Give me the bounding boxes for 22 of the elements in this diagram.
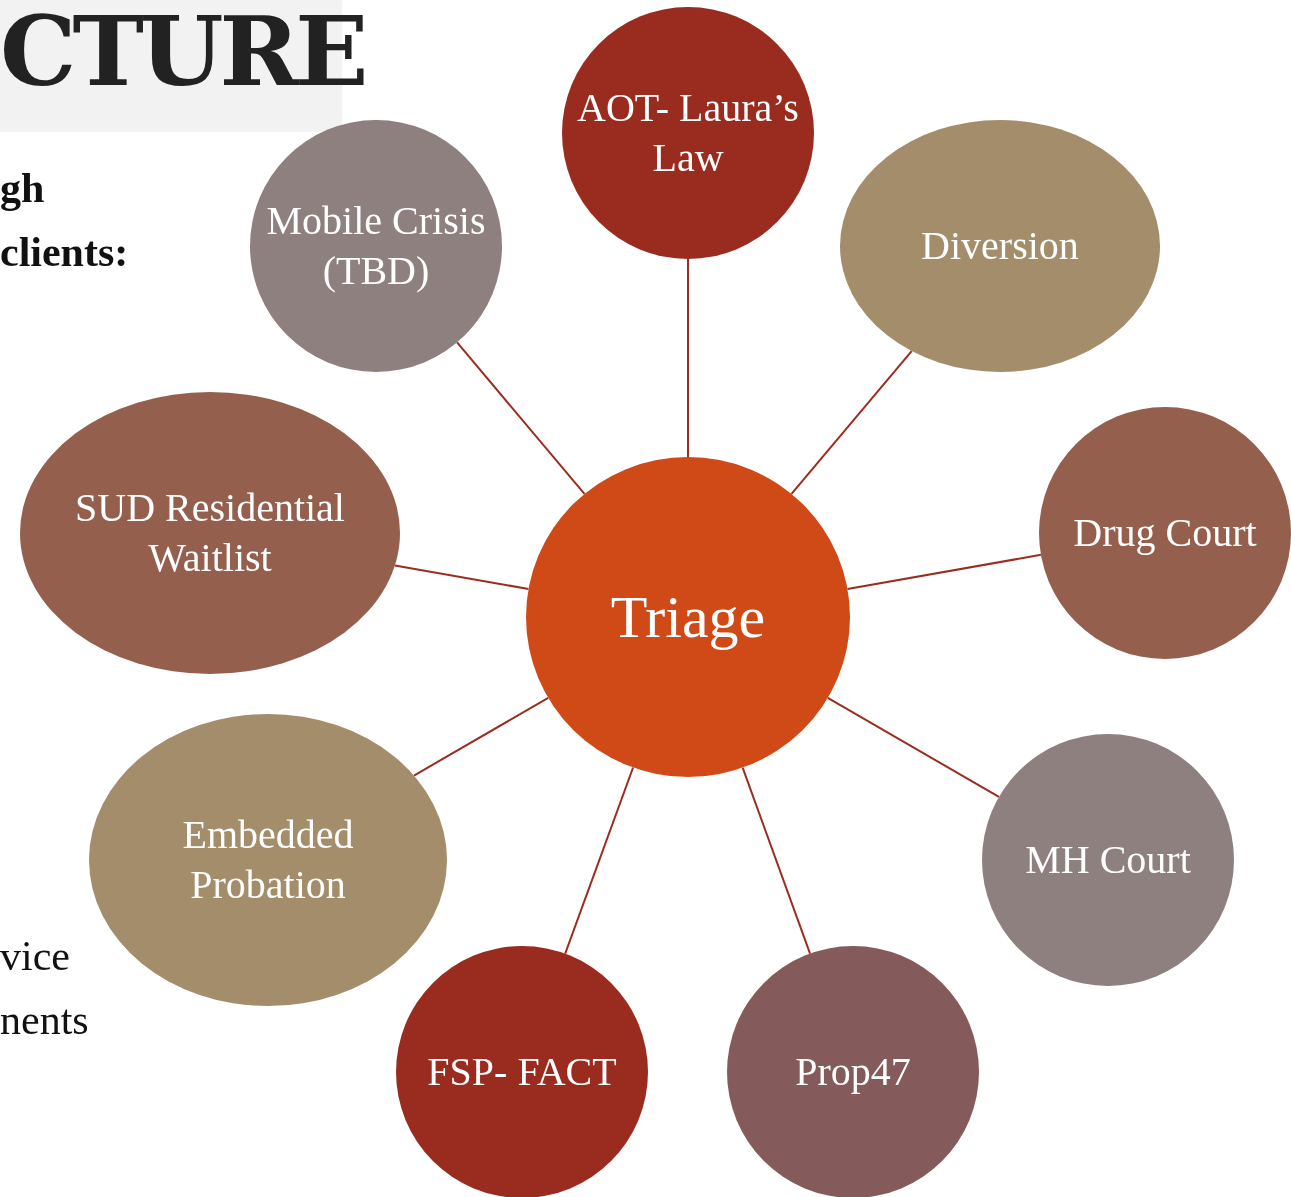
slide-text: gh clients:	[0, 164, 130, 277]
slide-text: vice nents	[0, 932, 90, 1045]
node-label: Prop47	[795, 1048, 911, 1096]
node-label: Diversion	[921, 222, 1079, 270]
node-label: AOT- Laura’s Law	[576, 84, 800, 182]
connector-line	[687, 258, 689, 458]
connector-line	[393, 564, 530, 590]
title: CTURE	[0, 2, 365, 102]
node-label: Triage	[610, 583, 766, 652]
connector-line	[846, 553, 1042, 590]
connector-line	[826, 696, 1000, 798]
node-label: SUD Residential Waitlist	[74, 484, 346, 582]
node-label: Embedded Probation	[181, 811, 355, 909]
node-label: Drug Court	[1073, 509, 1257, 557]
connector-line	[741, 766, 812, 955]
connector-line	[564, 766, 635, 955]
connector-line	[413, 696, 550, 777]
connector-line	[790, 350, 913, 495]
node-label: Mobile Crisis (TBD)	[265, 197, 487, 295]
node-label: MH Court	[1025, 836, 1191, 884]
connector-line	[456, 341, 586, 495]
node-label: FSP- FACT	[427, 1048, 617, 1096]
